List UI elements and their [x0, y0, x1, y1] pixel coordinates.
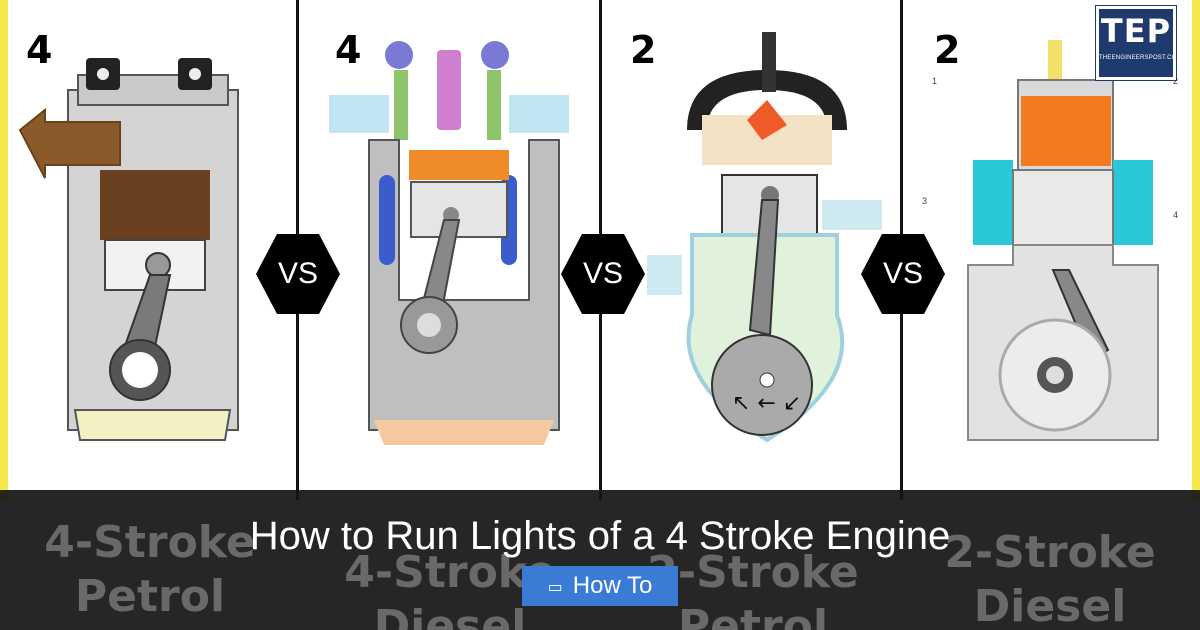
panel-caption-line: 4-Stroke — [44, 517, 256, 568]
engine-diagram-2-stroke-diesel — [967, 40, 1159, 441]
panel-caption-line: Petrol — [74, 571, 226, 622]
diagram-label: 4 — [1173, 210, 1179, 220]
svg-text:↖ ← ↙: ↖ ← ↙ — [732, 391, 801, 416]
site-logo[interactable]: TEP THEENGINEERSPOST.COM — [1096, 6, 1182, 80]
engine-diagram-2-stroke-petrol: ↖ ← ↙ — [647, 32, 882, 443]
panel-caption-line: Diesel — [373, 601, 527, 630]
panel-caption: 4-Stroke Diesel — [305, 546, 595, 630]
diagram-label: 3 — [922, 196, 928, 206]
category-label: How To — [572, 572, 653, 599]
yellow-frame-edge — [0, 0, 8, 500]
stroke-number: 4 — [26, 28, 53, 72]
stroke-number: 2 — [934, 28, 961, 72]
vs-badge: VS — [256, 234, 340, 314]
category-button[interactable]: ▭ How To — [522, 566, 678, 606]
logo-text: TEP — [1100, 12, 1172, 50]
page-title: How to Run Lights of a 4 Stroke Engine — [249, 514, 951, 558]
vs-label: VS — [582, 257, 624, 290]
diagram-label: 2 — [1173, 76, 1179, 86]
panel-caption: 2-Stroke Diesel — [905, 526, 1195, 630]
panel-caption: 2-Stroke Petrol — [608, 546, 898, 630]
panel-caption-line: 4-Stroke — [344, 547, 556, 598]
stroke-number: 4 — [335, 28, 362, 72]
logo-subtext: THEENGINEERSPOST.COM — [1099, 55, 1182, 61]
vs-label: VS — [277, 257, 319, 290]
vs-label: VS — [882, 257, 924, 290]
engine-diagram-4-stroke-petrol — [18, 58, 239, 441]
folder-icon: ▭ — [547, 576, 563, 596]
panel-caption: 4-Stroke Petrol — [5, 516, 295, 624]
panel-4-stroke-petrol: 4 — [0, 0, 296, 630]
panel-caption-line: 2-Stroke — [944, 527, 1156, 578]
diagram-label: 1 — [932, 76, 938, 86]
panel-caption-line: 2-Stroke — [647, 547, 859, 598]
panel-2-stroke-diesel: 2 — [903, 0, 1200, 630]
caption-overlay — [0, 490, 1200, 630]
vs-badge: VS — [861, 234, 945, 314]
yellow-frame-edge — [1192, 0, 1200, 500]
engine-diagram-4-stroke-diesel — [329, 41, 569, 445]
stroke-number: 2 — [630, 28, 657, 72]
vs-badge: VS — [561, 234, 645, 314]
panel-caption-line: Diesel — [973, 581, 1127, 630]
panel-caption-line: Petrol — [677, 601, 829, 630]
